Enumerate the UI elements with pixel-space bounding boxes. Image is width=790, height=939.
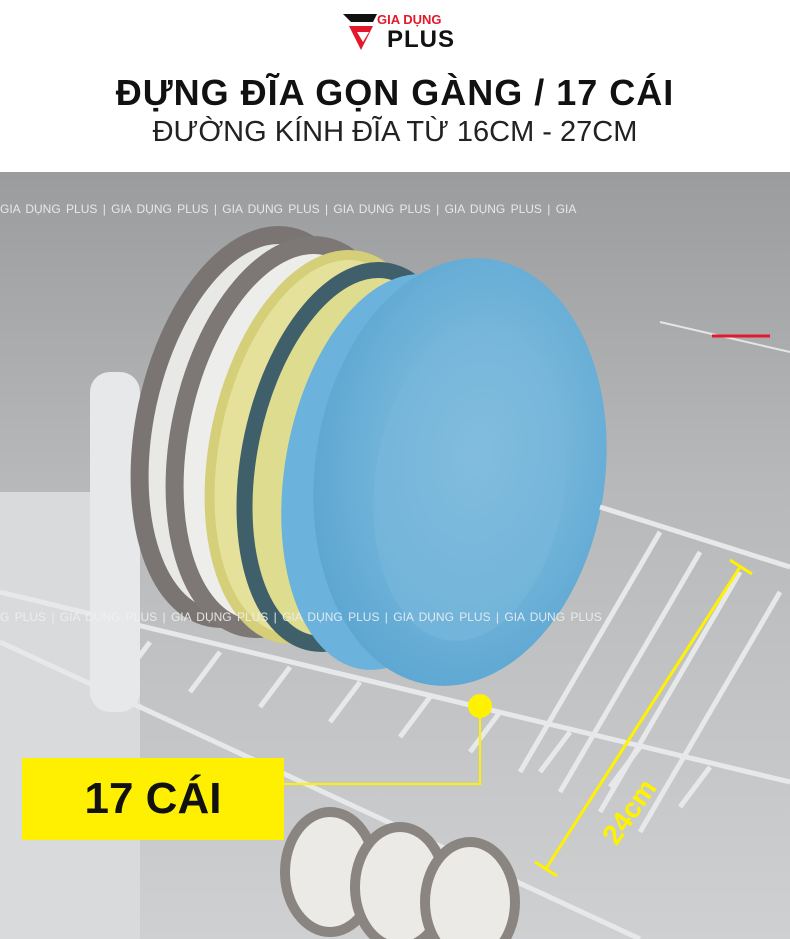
dimension-line [534,558,753,878]
dish-rack-illustration [0,226,790,939]
callout-dot [468,694,492,718]
plates [130,226,607,686]
brand-logo: GIA DỤNG PLUS [343,12,463,54]
logo-text-bottom: PLUS [387,26,456,53]
logo-mark-icon [343,14,377,50]
wire-rack [0,504,790,939]
header: GIA DỤNG PLUS ĐỰNG ĐĨA GỌN GÀNG / 17 CÁI… [0,0,790,172]
callout-pointer [284,706,481,785]
capacity-callout: 17 CÁI [22,758,284,840]
logo-text-top: GIA DỤNG [377,12,442,27]
lower-bowls [280,807,520,939]
page-title: ĐỰNG ĐĨA GỌN GÀNG / 17 CÁI [115,72,675,113]
watermark-row: GIA DỤNG PLUS | GIA DỤNG PLUS | GIA DỤNG… [0,202,577,216]
watermark-row: G PLUS | GIA DỤNG PLUS | GIA DỤNG PLUS |… [0,610,602,624]
page-subtitle: ĐƯỜNG KÍNH ĐĨA TỪ 16CM - 27CM [152,116,638,148]
product-photo: GIA DỤNG PLUS | GIA DỤNG PLUS | GIA DỤNG… [0,172,790,939]
rack-side-panel [90,372,140,712]
